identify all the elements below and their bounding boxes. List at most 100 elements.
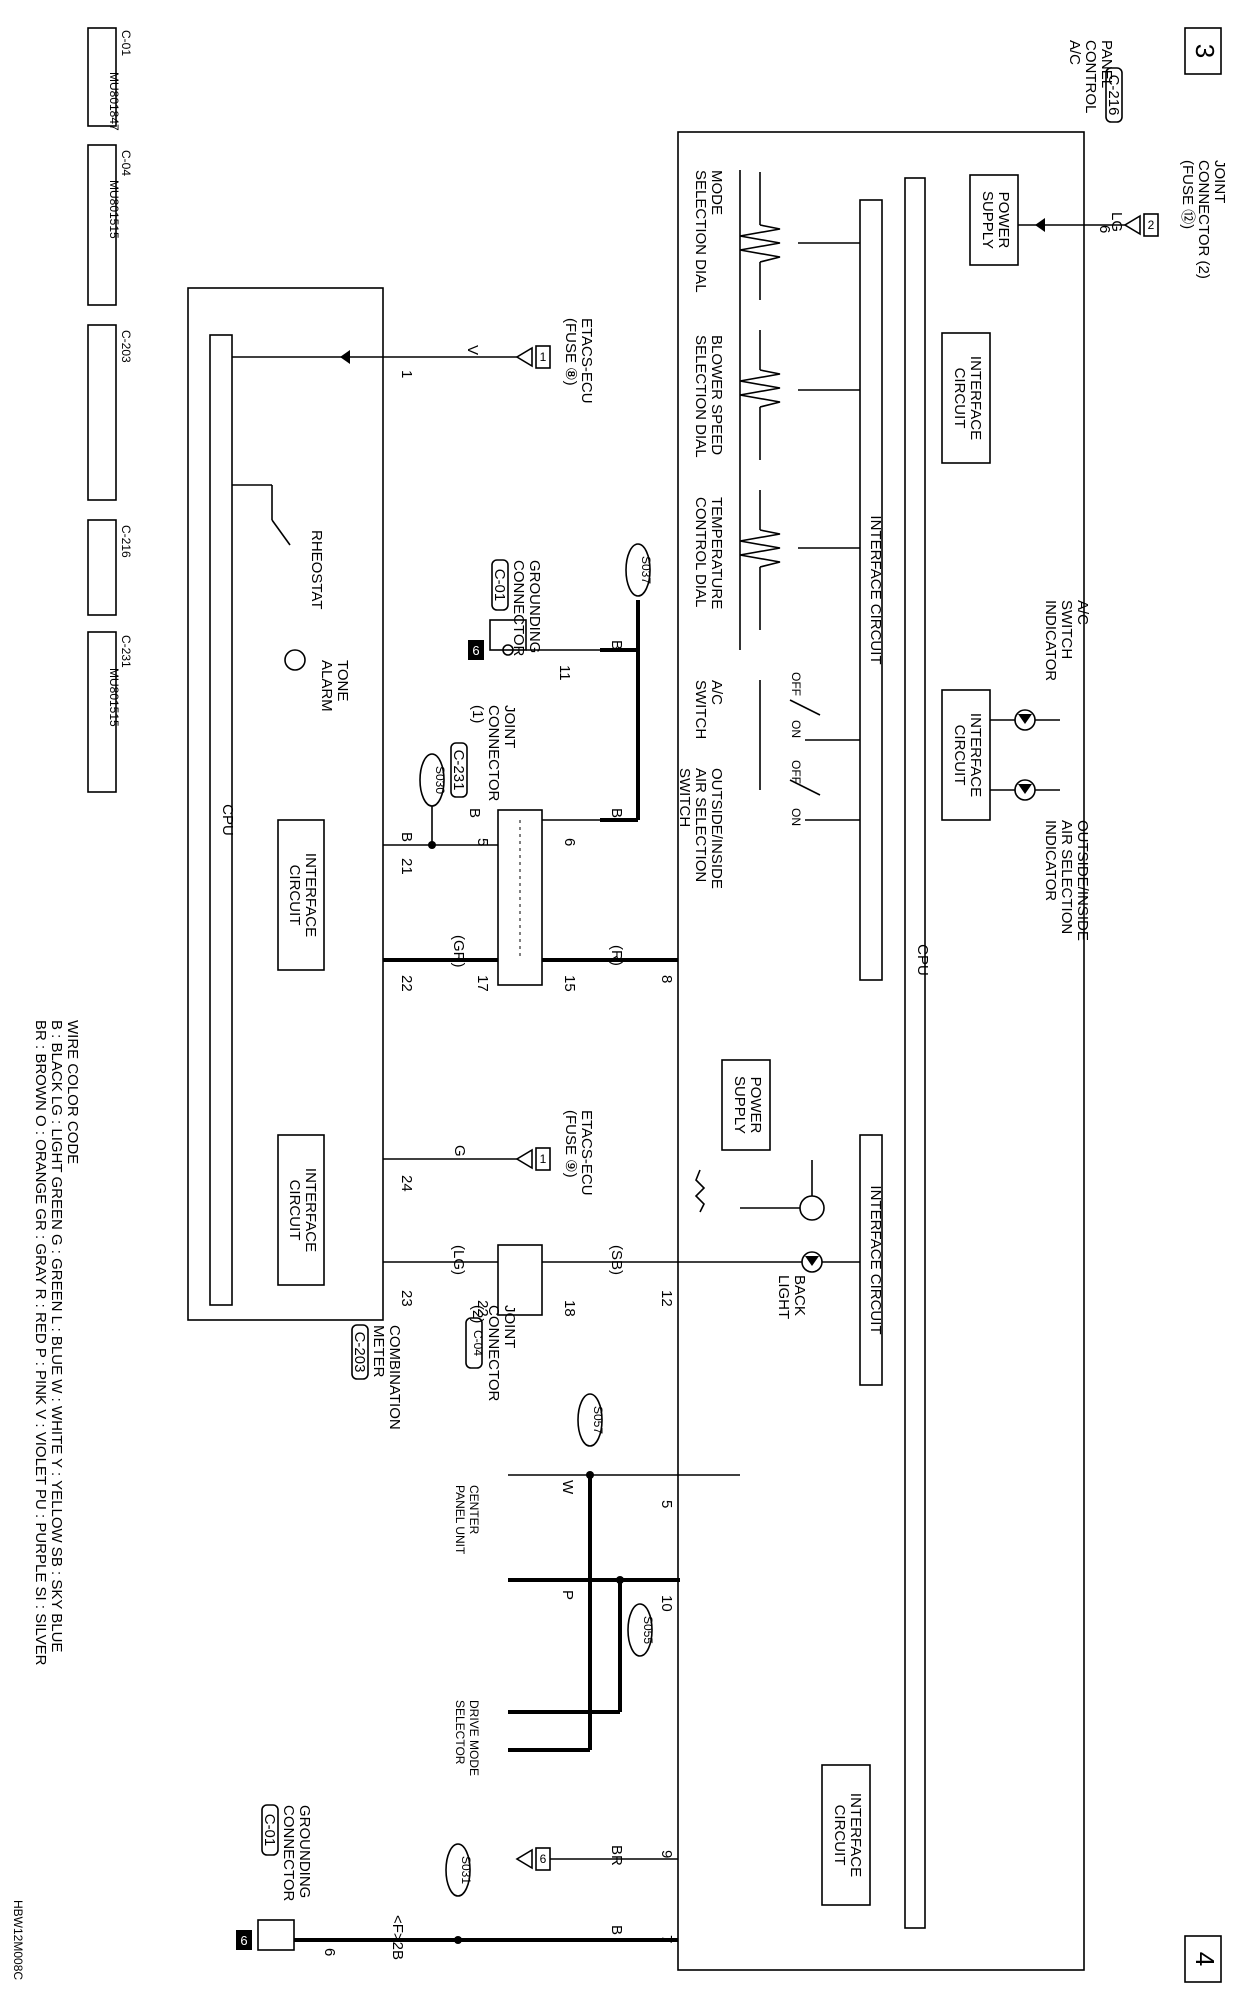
svg-text:B: B: [466, 808, 483, 818]
svg-text:(LG): (LG): [450, 1245, 467, 1275]
svg-text:CONTROL: CONTROL: [1082, 40, 1099, 113]
svg-text:S031: S031: [459, 1856, 473, 1884]
svg-text:C-231: C-231: [450, 750, 467, 791]
ac-switch-indicator: A/C SWITCH INDICATOR: [990, 600, 1091, 731]
svg-text:ETACS-ECU: ETACS-ECU: [578, 318, 595, 404]
svg-text:SELECTOR: SELECTOR: [453, 1700, 467, 1765]
power-supply-1: POWER SUPPLY: [969, 174, 1019, 266]
svg-text:B: B: [398, 832, 415, 842]
svg-text:S057: S057: [591, 1406, 605, 1434]
svg-text:C-216: C-216: [1105, 75, 1122, 116]
figure-code: HBW12M008C: [11, 1900, 25, 1980]
blower-speed-dial: BLOWER SPEED SELECTION DIAL: [692, 330, 860, 490]
svg-text:(FUSE ⑧): (FUSE ⑧): [562, 318, 579, 386]
svg-text:GROUNDING: GROUNDING: [526, 560, 543, 653]
svg-text:S055: S055: [641, 1616, 655, 1644]
svg-text:(R): (R): [608, 945, 625, 966]
svg-text:POWER: POWER: [995, 192, 1012, 249]
svg-text:INDICATOR: INDICATOR: [1042, 600, 1059, 681]
svg-text:CIRCUIT: CIRCUIT: [286, 1180, 303, 1241]
svg-text:9: 9: [658, 1850, 675, 1858]
svg-text:JOINT: JOINT: [501, 1305, 518, 1348]
svg-text:INTERFACE: INTERFACE: [302, 853, 319, 937]
svg-text:CONTROL DIAL: CONTROL DIAL: [692, 497, 709, 607]
connector-view-c231: C-231 MU801515: [87, 631, 133, 793]
svg-text:MU801515: MU801515: [107, 180, 121, 239]
svg-text:G: G: [451, 1145, 468, 1157]
svg-text:C-203: C-203: [351, 1332, 368, 1373]
svg-text:V: V: [464, 345, 481, 355]
svg-text:11: 11: [556, 665, 573, 681]
svg-text:A/C: A/C: [1066, 40, 1083, 65]
svg-text:23: 23: [398, 1290, 415, 1307]
svg-text:LG: LG: [1108, 212, 1125, 232]
svg-text:ETACS-ECU: ETACS-ECU: [578, 1110, 595, 1196]
connector-view-c203: C-203: [87, 324, 133, 501]
svg-text:SWITCH: SWITCH: [1058, 600, 1075, 659]
svg-text:B: B: [608, 640, 625, 650]
svg-text:ON: ON: [789, 720, 803, 738]
connector-view-c216: C-216: [87, 519, 133, 616]
svg-text:(FUSE ⑫): (FUSE ⑫): [1179, 160, 1196, 229]
svg-text:C-01: C-01: [491, 569, 508, 602]
etacs-ecu-fuse-8: ETACS-ECU (FUSE ⑧) 1 V: [232, 318, 595, 404]
svg-text:WIRE COLOR CODE: WIRE COLOR CODE: [64, 1020, 81, 1164]
svg-text:C-04: C-04: [471, 1330, 485, 1356]
svg-text:B: B: [608, 808, 625, 818]
interface-circuit-box-3: INTERFACE CIRCUIT: [821, 1764, 871, 1906]
outside-inside-indicator: OUTSIDE/INSIDE AIR SELECTION INDICATOR: [990, 779, 1091, 941]
svg-text:CENTER: CENTER: [467, 1485, 481, 1535]
svg-text:CIRCUIT: CIRCUIT: [951, 368, 968, 429]
grounding-connector-1: GROUNDING CONNECTOR C-01 6 11 S037 B: [468, 543, 653, 822]
svg-text:SELECTION DIAL: SELECTION DIAL: [692, 170, 709, 293]
svg-text:A/C: A/C: [1074, 600, 1091, 625]
svg-text:17: 17: [474, 975, 491, 992]
svg-text:SELECTION DIAL: SELECTION DIAL: [692, 335, 709, 458]
interface-circuit-box-1: INTERFACE CIRCUIT: [941, 332, 991, 464]
svg-text:CPU: CPU: [219, 804, 236, 836]
svg-text:C-216: C-216: [119, 525, 133, 558]
svg-text:B: B: [608, 1925, 625, 1935]
svg-text:OUTSIDE/INSIDE: OUTSIDE/INSIDE: [1074, 820, 1091, 941]
interface-circuit-bar-lower: INTERFACE CIRCUIT: [859, 1134, 884, 1386]
svg-text:21: 21: [398, 858, 415, 875]
svg-text:INTERFACE: INTERFACE: [847, 1793, 864, 1877]
svg-text:SUPPLY: SUPPLY: [731, 1076, 748, 1134]
connector-view-c01: C-01 MU801847: [87, 27, 133, 131]
svg-text:OFF: OFF: [789, 672, 803, 696]
svg-text:BACK: BACK: [791, 1275, 808, 1316]
page-number-top: 3: [1184, 27, 1222, 75]
svg-text:SWITCH: SWITCH: [676, 768, 693, 827]
power-supply-2: POWER SUPPLY: [721, 1059, 771, 1151]
svg-text:TONE: TONE: [334, 660, 351, 701]
svg-text:BR: BR: [608, 1845, 625, 1866]
svg-text:(1): (1): [469, 705, 486, 723]
svg-text:6: 6: [321, 1948, 338, 1956]
wire-color-legend: WIRE COLOR CODE B : BLACK LG : LIGHT GRE…: [32, 1020, 81, 1666]
svg-text:TEMPERATURE: TEMPERATURE: [708, 497, 725, 609]
svg-text:22: 22: [398, 975, 415, 992]
svg-text:C-04: C-04: [119, 150, 133, 176]
svg-text:SWITCH: SWITCH: [692, 680, 709, 739]
grounding-connector-2: GROUNDING CONNECTOR C-01 6 6 S031 B <F>2…: [236, 1804, 678, 1960]
svg-text:6: 6: [561, 838, 578, 846]
svg-text:CIRCUIT: CIRCUIT: [286, 865, 303, 926]
svg-text:ALARM: ALARM: [318, 660, 335, 712]
svg-text:(GR): (GR): [450, 935, 467, 968]
svg-text:BLOWER SPEED: BLOWER SPEED: [708, 335, 725, 455]
svg-text:INTERFACE CIRCUIT: INTERFACE CIRCUIT: [867, 1185, 884, 1334]
svg-text:OUTSIDE/INSIDE: OUTSIDE/INSIDE: [708, 768, 725, 889]
svg-text:JOINT: JOINT: [501, 705, 518, 748]
br-connector: 6 BR: [515, 1845, 678, 1871]
svg-text:CONNECTOR: CONNECTOR: [510, 560, 527, 657]
svg-text:8: 8: [658, 975, 675, 983]
combination-meter: CPU INTERFACE CIRCUIT INTERFACE CIRCUIT …: [187, 287, 415, 1430]
svg-text:CONNECTOR: CONNECTOR: [485, 705, 502, 802]
svg-text:15: 15: [561, 975, 578, 992]
svg-text:MU801847: MU801847: [107, 72, 121, 131]
panel-terminals: 8 12 5 10 9 7: [658, 975, 675, 1943]
svg-text:CONNECTOR (2): CONNECTOR (2): [1195, 160, 1212, 279]
svg-text:5: 5: [658, 1500, 675, 1508]
splice-s030: S030 B: [398, 753, 447, 849]
svg-text:JOINT: JOINT: [1211, 160, 1228, 203]
